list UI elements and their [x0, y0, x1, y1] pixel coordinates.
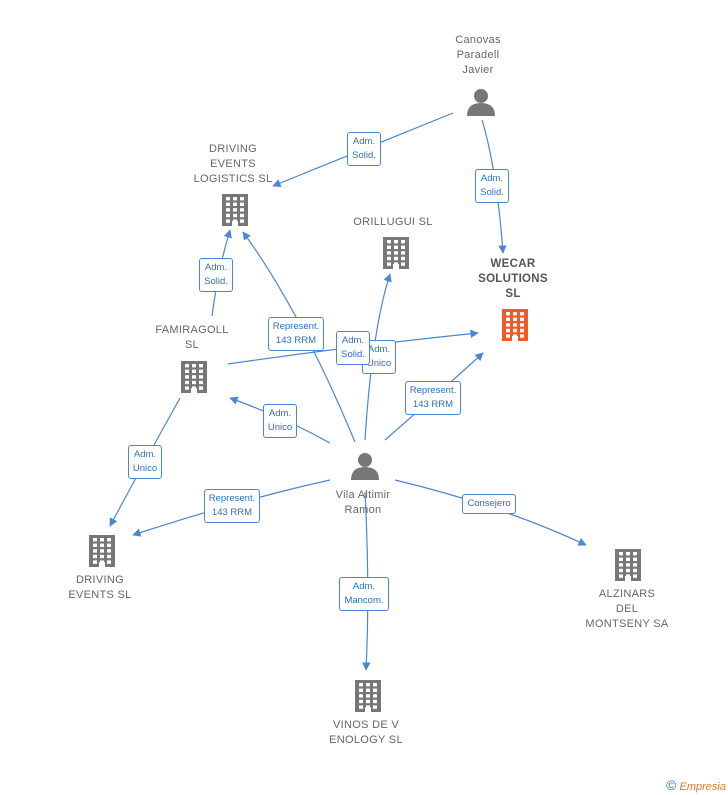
edge-label[interactable]: Adm. Solid.: [199, 258, 233, 292]
edge-label[interactable]: Represent. 143 RRM: [267, 317, 325, 351]
edge-label[interactable]: Adm. Unico: [361, 340, 397, 374]
edge-label[interactable]: Adm. Solid.: [475, 169, 509, 203]
building-icon[interactable]: [222, 194, 248, 226]
building-icon[interactable]: [502, 309, 528, 341]
edge-label[interactable]: Represent. 143 RRM: [203, 489, 261, 523]
building-icon[interactable]: [89, 535, 115, 567]
copyright-icon: ©: [666, 777, 677, 793]
node-label-orillugui[interactable]: ORILLUGUI SL: [353, 215, 433, 228]
edge-label[interactable]: Adm. Mancom.: [339, 577, 389, 611]
building-icon[interactable]: [355, 680, 381, 712]
footer-brand: © Empresia: [666, 777, 726, 793]
node-label-driving-events[interactable]: DRIVING EVENTS SL: [68, 574, 132, 601]
node-label-wecar[interactable]: WECAR SOLUTIONS SL: [478, 257, 548, 300]
node-label-vinos[interactable]: VINOS DE V ENOLOGY SL: [329, 719, 403, 746]
node-label-vila[interactable]: Vila Altimir Ramon: [335, 489, 391, 516]
edge-label[interactable]: Adm. Solid.: [347, 132, 381, 166]
edge-label[interactable]: Adm. Solid.: [336, 331, 370, 365]
edge-label[interactable]: Consejero: [462, 494, 516, 514]
node-label-alzinars[interactable]: ALZINARS DEL MONTSENY SA: [585, 587, 669, 630]
edge-label[interactable]: Represent. 143 RRM: [404, 381, 462, 415]
node-label-driving-logistics[interactable]: DRIVING EVENTS LOGISTICS SL: [193, 142, 273, 185]
building-icon[interactable]: [383, 237, 409, 269]
edge-label[interactable]: Adm. Unico: [127, 445, 163, 479]
node-label-canovas[interactable]: Canovas Paradell Javier: [455, 33, 501, 76]
edge-label[interactable]: Adm. Unico: [262, 404, 298, 438]
person-icon[interactable]: [351, 453, 379, 480]
building-icon[interactable]: [181, 361, 207, 393]
node-label-famiragoll[interactable]: FAMIRAGOLL SL: [155, 324, 229, 351]
brand-name: Empresia: [679, 781, 726, 793]
person-icon[interactable]: [467, 89, 495, 116]
building-icon[interactable]: [615, 549, 641, 581]
